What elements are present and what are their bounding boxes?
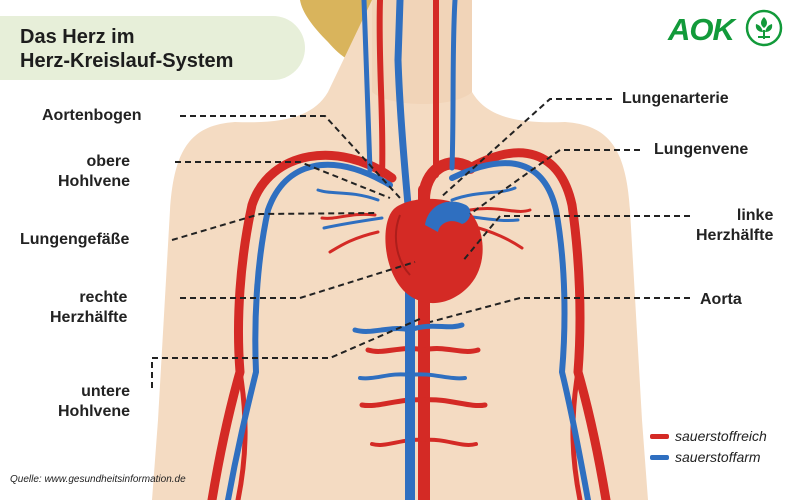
label-aortenbogen: Aortenbogen (42, 107, 142, 124)
legend-label: sauerstoffreich (675, 428, 767, 444)
subclavian-left (465, 148, 611, 500)
label-linke-line2: Herzhälfte (696, 227, 774, 244)
legend-swatch-blue (650, 454, 669, 460)
label-obere-hohlvene: obere Hohlvene (58, 152, 130, 192)
jugular-right (361, 0, 373, 173)
label-lungenvene: Lungenvene (654, 141, 749, 158)
legend-item-oxygen-rich: sauerstoffreich (650, 428, 767, 444)
vena-cava-superior (394, 0, 412, 209)
title-line-2: Herz-Kreislauf-System (20, 50, 234, 72)
neck (372, 0, 472, 104)
source-credit: Quelle: www.gesundheitsinformation.de (10, 474, 186, 485)
label-aorta: Aorta (700, 291, 742, 308)
page-title: Das Herz im Herz-Kreislauf-System (20, 25, 233, 73)
carotid-right (376, 0, 386, 178)
label-rechte-herzhaelfte: rechte Herzhälfte (50, 288, 127, 328)
legend-label: sauerstoffarm (675, 449, 761, 465)
label-obere-line1: obere (86, 153, 131, 170)
pulmonary-trunk (425, 201, 471, 232)
legend-item-oxygen-poor: sauerstoffarm (650, 449, 761, 465)
arteries (207, 0, 611, 500)
subclavian-right (207, 150, 397, 500)
arm-vein-right (225, 161, 393, 500)
heart (385, 198, 483, 304)
label-untere-line1: untere (81, 383, 131, 400)
label-rechte-line2: Herzhälfte (50, 309, 128, 326)
label-rechte-line1: rechte (79, 289, 128, 306)
kidney-artery-left (421, 346, 481, 354)
label-lungenarterie: Lungenarterie (622, 90, 729, 107)
title-line-1: Das Herz im (20, 26, 135, 48)
aok-logo-text: AOK (668, 12, 735, 47)
label-obere-line2: Hohlvene (58, 173, 131, 190)
title-panel (0, 16, 305, 80)
arm-vein-left (449, 160, 591, 500)
legend-swatch-red (650, 433, 669, 439)
jugular-left (449, 0, 458, 171)
label-untere-hohlvene: untere Hohlvene (58, 382, 130, 422)
label-untere-line2: Hohlvene (58, 403, 131, 420)
label-linke-herzhaelfte: linke Herzhälfte (696, 206, 773, 246)
leader-lines (151, 98, 690, 388)
tree-emblem-icon (745, 9, 783, 47)
label-linke-line1: linke (736, 207, 774, 224)
kidney-artery-right (365, 346, 427, 354)
label-lungengefaesse: Lungengefäße (20, 231, 130, 248)
